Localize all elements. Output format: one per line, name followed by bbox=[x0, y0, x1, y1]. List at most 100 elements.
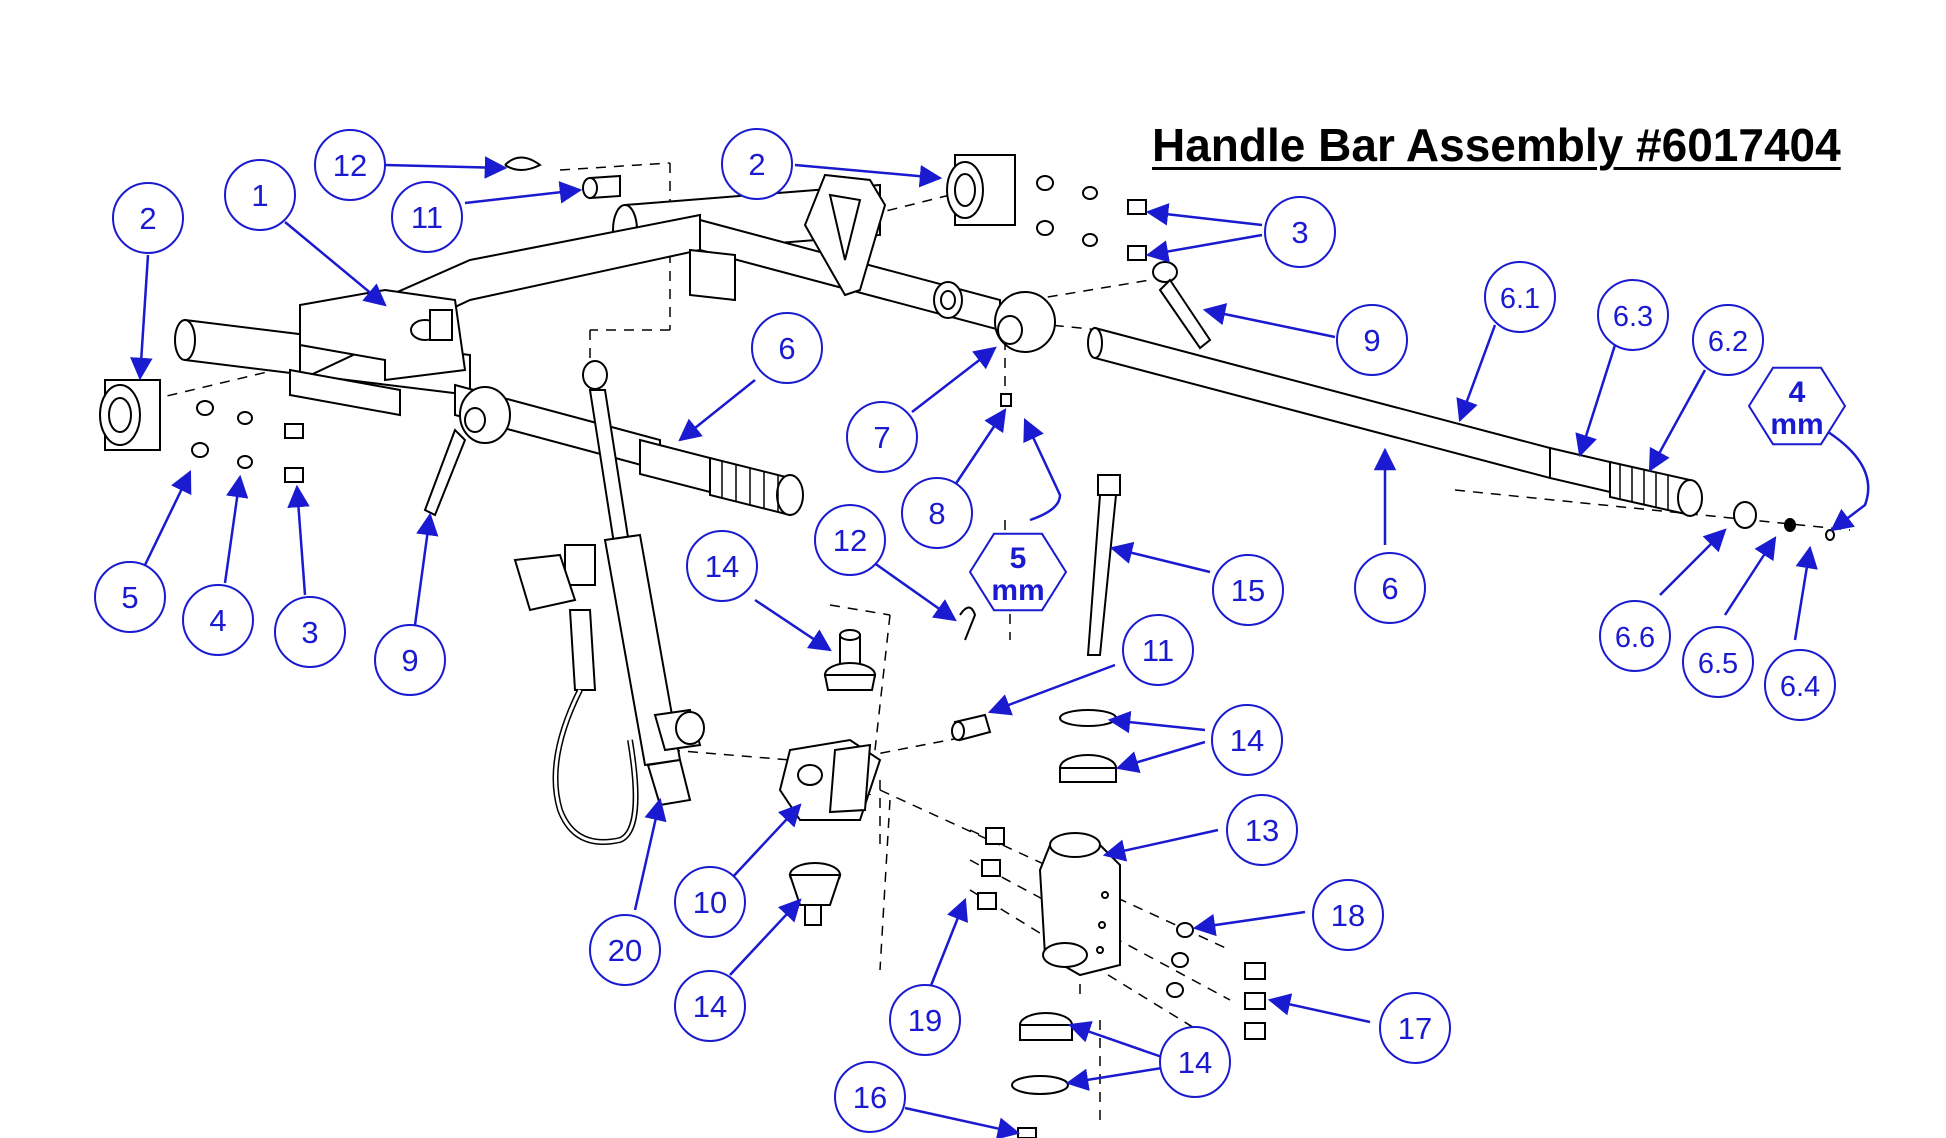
nuts bbox=[977, 827, 1037, 1138]
hex-note-hex5: 5mm bbox=[968, 532, 1068, 612]
callout-circle bbox=[1379, 992, 1451, 1064]
callout-circle bbox=[686, 530, 758, 602]
callout-label: 5 bbox=[121, 580, 138, 615]
leader-15 bbox=[1109, 541, 1211, 574]
callout-label: 20 bbox=[608, 933, 642, 968]
long-bolt bbox=[1086, 474, 1121, 656]
callout-label: 10 bbox=[693, 885, 727, 920]
callout-c11a: 11 bbox=[391, 181, 463, 253]
callout-c5: 5 bbox=[94, 561, 166, 633]
callout-circle bbox=[814, 504, 886, 576]
callout-c11b: 11 bbox=[1122, 614, 1194, 686]
leader-8b bbox=[1023, 417, 1062, 522]
callout-label: 9 bbox=[1363, 323, 1380, 358]
callout-c20: 20 bbox=[589, 914, 661, 986]
callout-circle bbox=[1599, 600, 1671, 672]
callout-c6_6: 6.6 bbox=[1599, 600, 1671, 672]
callout-c14b: 14 bbox=[1211, 704, 1283, 776]
diagram-title: Handle Bar Assembly #6017404 bbox=[1152, 119, 1841, 171]
callout-label: 6 bbox=[778, 331, 795, 366]
hex-size: 4 bbox=[1789, 376, 1806, 409]
callout-label: 6.3 bbox=[1613, 301, 1653, 333]
callout-circle bbox=[1336, 304, 1408, 376]
left-fasteners bbox=[191, 400, 304, 483]
callout-c15: 15 bbox=[1212, 554, 1284, 626]
leader-12a bbox=[384, 156, 508, 179]
callout-c16: 16 bbox=[834, 1061, 906, 1133]
leader-6_3 bbox=[1575, 344, 1617, 458]
leader-10 bbox=[729, 803, 802, 881]
callout-label: 6.1 bbox=[1500, 283, 1540, 315]
callout-circle bbox=[374, 624, 446, 696]
callout-label: 12 bbox=[333, 148, 367, 183]
leader-14a bbox=[754, 598, 832, 652]
leader-3b bbox=[287, 484, 310, 596]
handle-bar-frame bbox=[174, 173, 1001, 472]
leader-6a bbox=[678, 379, 756, 442]
leader-5 bbox=[143, 469, 192, 566]
callout-label: 7 bbox=[873, 420, 890, 455]
callout-c13: 13 bbox=[1226, 794, 1298, 866]
callout-circle bbox=[674, 866, 746, 938]
callout-circle bbox=[1692, 304, 1764, 376]
callout-label: 11 bbox=[1142, 633, 1174, 668]
leader-7 bbox=[911, 346, 997, 413]
leader-9a bbox=[1202, 303, 1336, 339]
callout-label: 9 bbox=[401, 643, 418, 678]
callout-c1: 1 bbox=[224, 159, 296, 231]
callout-c2b: 2 bbox=[721, 128, 793, 200]
callout-circle bbox=[721, 128, 793, 200]
leader-4 bbox=[223, 474, 249, 584]
callout-label: 6.5 bbox=[1698, 648, 1738, 680]
callout-circle bbox=[182, 584, 254, 656]
callout-c6b: 6 bbox=[1354, 552, 1426, 624]
hex-unit: mm bbox=[991, 574, 1044, 607]
hex-outline bbox=[968, 532, 1068, 612]
callout-c19: 19 bbox=[889, 984, 961, 1056]
callout-label: 14 bbox=[705, 549, 739, 584]
leader-2b bbox=[794, 163, 943, 188]
callout-circle bbox=[901, 477, 973, 549]
leader-14b1 bbox=[1107, 710, 1206, 734]
callout-circle bbox=[314, 129, 386, 201]
callout-label: 3 bbox=[1291, 215, 1308, 250]
callout-c14c: 14 bbox=[674, 970, 746, 1042]
bracket-fasteners bbox=[1166, 922, 1266, 1040]
callout-label: 6.2 bbox=[1708, 326, 1748, 358]
callout-label: 14 bbox=[693, 989, 727, 1024]
bushing-set-right bbox=[1011, 709, 1117, 1095]
callout-c9a: 9 bbox=[1336, 304, 1408, 376]
callout-circle bbox=[1597, 279, 1669, 351]
callout-label: 6 bbox=[1381, 571, 1398, 606]
callout-circle bbox=[1264, 196, 1336, 268]
callout-circle bbox=[1484, 261, 1556, 333]
callout-circle bbox=[1764, 649, 1836, 721]
hex-size: 5 bbox=[1010, 542, 1027, 575]
callout-c12b: 12 bbox=[814, 504, 886, 576]
callout-circle bbox=[1354, 552, 1426, 624]
callout-label: 15 bbox=[1231, 573, 1265, 608]
callout-circle bbox=[589, 914, 661, 986]
leader-14b2 bbox=[1115, 740, 1206, 773]
callout-label: 1 bbox=[251, 178, 268, 213]
leader-19 bbox=[928, 897, 968, 989]
leader-14d1 bbox=[1067, 1021, 1163, 1059]
hydraulic-cylinder bbox=[513, 360, 705, 845]
callout-label: 3 bbox=[301, 615, 318, 650]
callout-c3b: 3 bbox=[274, 596, 346, 668]
leader-11a bbox=[464, 181, 583, 205]
callout-label: 11 bbox=[411, 200, 443, 235]
lower-pin bbox=[951, 606, 992, 742]
leader-14c bbox=[729, 898, 802, 976]
hex-unit: mm bbox=[1770, 408, 1823, 441]
bearing-block-left bbox=[99, 379, 161, 451]
top-pin bbox=[504, 156, 621, 200]
callout-circle bbox=[1122, 614, 1194, 686]
callout-label: 13 bbox=[1245, 813, 1279, 848]
callout-circle bbox=[674, 970, 746, 1042]
leader-20 bbox=[633, 797, 667, 911]
leader-4mm bbox=[1824, 428, 1870, 532]
bushing-set-left bbox=[788, 629, 877, 926]
callout-circle bbox=[834, 1061, 906, 1133]
